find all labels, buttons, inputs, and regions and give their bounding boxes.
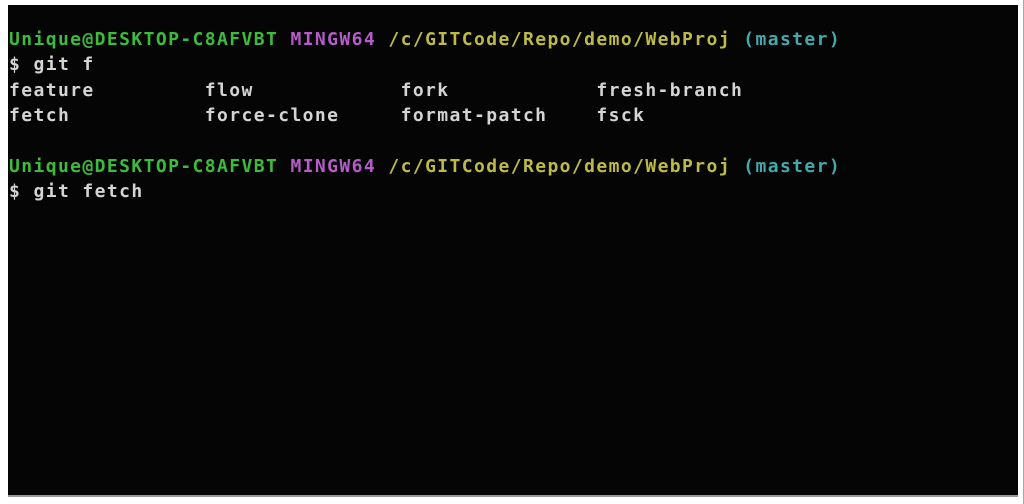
git-branch-text: (master) (743, 29, 842, 50)
command-line-2: $ git fetch (9, 181, 144, 203)
prompt-line-2: Unique@DESKTOP-C8AFVBT MINGW64 /c/GITCod… (9, 154, 1018, 179)
cwd-path-text: /c/GITCode/Repo/demo/WebProj (388, 29, 744, 50)
terminal-screen[interactable]: Unique@DESKTOP-C8AFVBT MINGW64 /c/GITCod… (8, 5, 1018, 495)
command-line-1: $ git f (9, 54, 95, 76)
env-text: MINGW64 (290, 29, 389, 50)
prompt-line-1: Unique@DESKTOP-C8AFVBT MINGW64 /c/GITCod… (9, 27, 1018, 52)
cwd-path-text: /c/GITCode/Repo/demo/WebProj (388, 156, 744, 178)
env-text: MINGW64 (290, 156, 389, 178)
user-host-text: Unique@DESKTOP-C8AFVBT (9, 156, 291, 178)
user-host-text: Unique@DESKTOP-C8AFVBT (9, 29, 291, 50)
git-branch-text: (master) (743, 156, 842, 178)
blank-line (9, 129, 1018, 154)
completion-row-2: fetch force-clone format-patch fsck (9, 105, 646, 127)
completion-row-1: feature flow fork fresh-branch (9, 79, 744, 101)
